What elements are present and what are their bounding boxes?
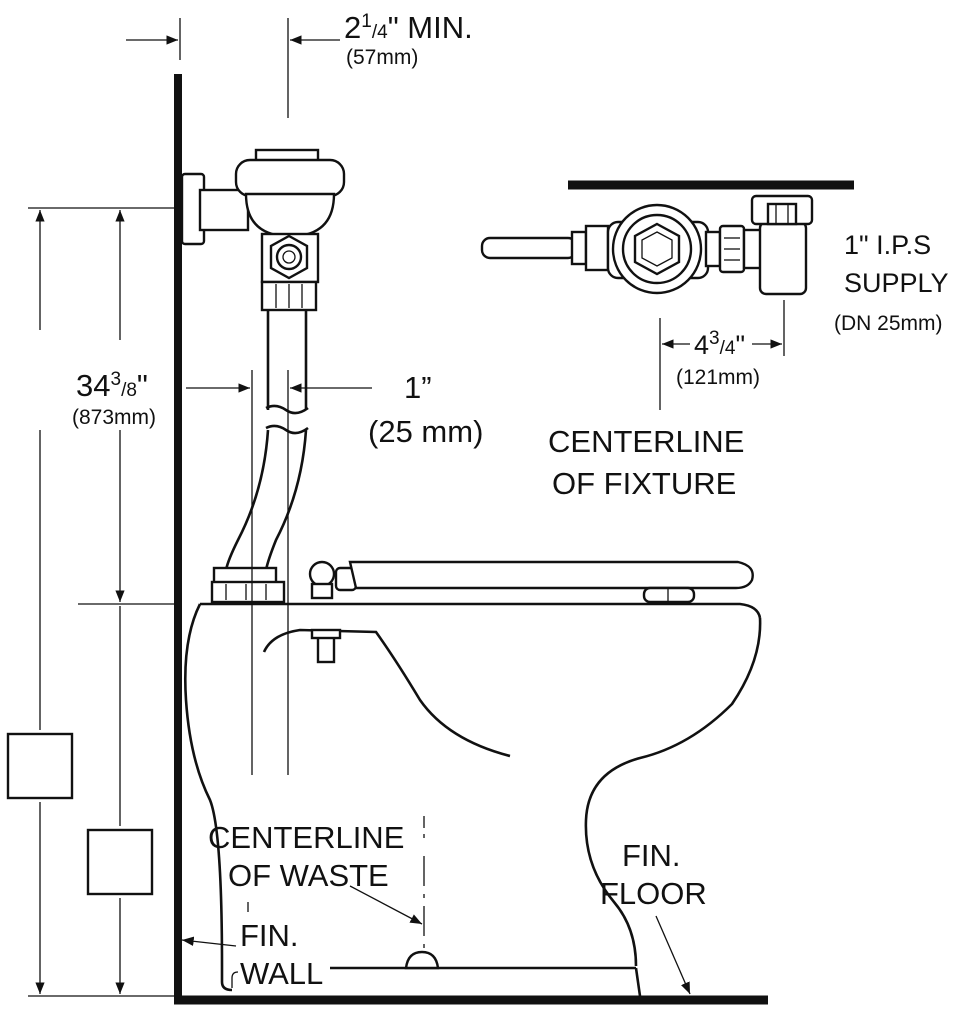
svg-text:OF WASTE: OF WASTE <box>228 858 389 893</box>
label-centerline-fixture: CENTERLINE OF FIXTURE <box>548 424 744 501</box>
svg-text:OF FIXTURE: OF FIXTURE <box>552 466 736 501</box>
svg-text:FIN.: FIN. <box>622 838 681 873</box>
flush-tube <box>210 310 309 604</box>
svg-text:(57mm): (57mm) <box>346 46 418 69</box>
svg-text:SUPPLY: SUPPLY <box>844 268 949 298</box>
top-view-valve <box>480 194 814 296</box>
label-supply: 1" I.P.S SUPPLY (DN 25mm) <box>834 230 949 335</box>
svg-text:343/8": 343/8" <box>76 368 148 403</box>
wall-box-upper <box>6 732 74 800</box>
label-fin-wall: FIN. WALL <box>240 918 323 991</box>
svg-text:FLOOR: FLOOR <box>600 876 707 911</box>
svg-text:WALL: WALL <box>240 956 323 991</box>
label-centerline-waste: CENTERLINE OF WASTE <box>208 820 404 893</box>
svg-text:21/4" MIN.: 21/4" MIN. <box>344 10 473 45</box>
svg-text:1”: 1” <box>404 370 432 405</box>
dim-tube-offset: 1” (25 mm) <box>368 370 483 449</box>
wall-box-lower <box>86 828 154 896</box>
dim-flush-height: 343/8" (873mm) <box>72 368 156 429</box>
toilet-seat <box>308 560 754 604</box>
svg-text:(121mm): (121mm) <box>676 366 760 389</box>
toilet-bowl <box>183 602 762 997</box>
svg-text:CENTERLINE: CENTERLINE <box>208 820 404 855</box>
flushometer-valve <box>180 148 346 312</box>
svg-text:(873mm): (873mm) <box>72 406 156 429</box>
svg-text:CENTERLINE: CENTERLINE <box>548 424 744 459</box>
svg-text:FIN.: FIN. <box>240 918 299 953</box>
dimension-lines <box>28 18 785 997</box>
svg-text:(DN 25mm): (DN 25mm) <box>834 312 943 335</box>
svg-text:(25 mm): (25 mm) <box>368 414 483 449</box>
svg-text:43/4": 43/4" <box>694 328 745 360</box>
label-fin-floor: FIN. FLOOR <box>600 838 707 911</box>
svg-text:1" I.P.S: 1" I.P.S <box>844 230 931 260</box>
dim-supply-offset: 43/4" (121mm) <box>676 328 760 389</box>
dim-flush-offset: 21/4" MIN. (57mm) <box>344 10 473 69</box>
